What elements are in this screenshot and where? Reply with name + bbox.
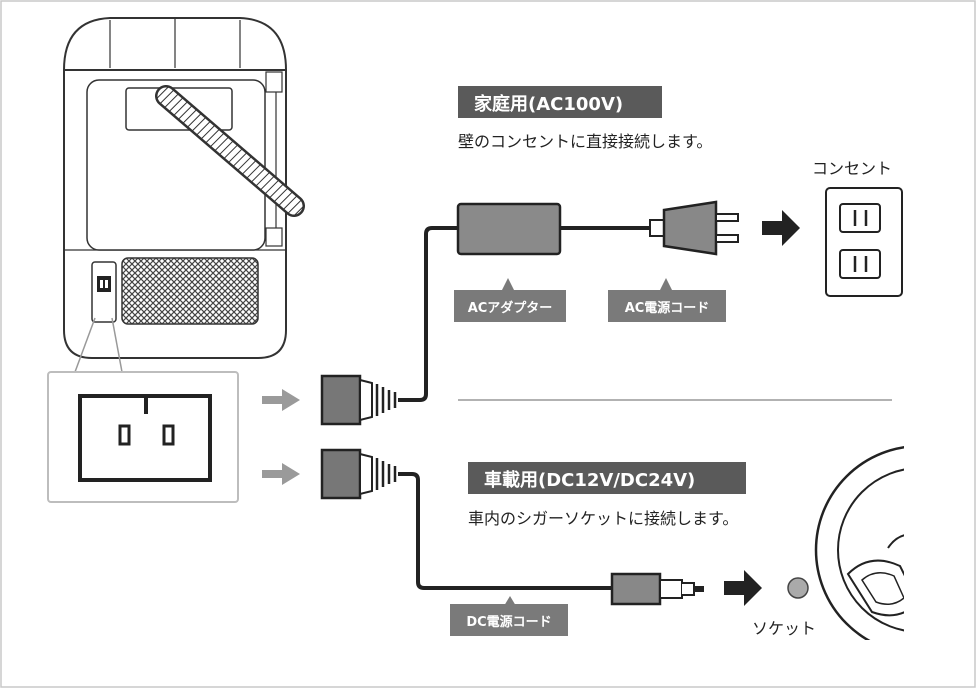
ac-wall-plug — [649, 200, 739, 256]
port-zoom-box — [47, 371, 239, 503]
ac-adapter-label: ACアダプター — [468, 300, 553, 316]
cooler-device — [62, 17, 305, 373]
ac-device-plug — [320, 374, 397, 426]
wall-outlet — [825, 187, 903, 297]
cooler-handle — [155, 85, 305, 217]
gray-arrow-car — [262, 463, 300, 485]
car-title: 車載用(DC12V/DC24V) — [484, 469, 695, 491]
black-arrow-home — [762, 210, 800, 246]
car-description: 車内のシガーソケットに接続します。 — [468, 509, 738, 528]
vent-grille — [121, 257, 259, 325]
dc-cable — [398, 472, 612, 590]
ac-adapter-tag: ACアダプター — [454, 278, 566, 322]
ac-cable-to-adapter — [398, 226, 458, 402]
dc-cord-label: DC電源コード — [466, 614, 551, 630]
gray-arrow-home — [262, 389, 300, 411]
outlet-label: コンセント — [812, 159, 892, 178]
black-arrow-car — [724, 570, 762, 606]
dc-cord-tag: DC電源コード — [450, 596, 568, 636]
car-title-badge — [468, 462, 746, 494]
steering-wheel — [814, 446, 904, 640]
home-title-badge — [458, 86, 662, 118]
home-description: 壁のコンセントに直接接続します。 — [458, 132, 712, 151]
dc-in-socket — [97, 276, 111, 292]
ac-adapter — [456, 202, 562, 256]
cigarette-plug — [610, 572, 704, 606]
ac-cord-label: AC電源コード — [625, 300, 710, 316]
cigarette-socket — [787, 577, 809, 599]
ac-cord-tag: AC電源コード — [608, 278, 726, 322]
home-title: 家庭用(AC100V) — [474, 93, 623, 115]
socket-label: ソケット — [752, 619, 816, 638]
dc-device-plug — [320, 448, 397, 500]
